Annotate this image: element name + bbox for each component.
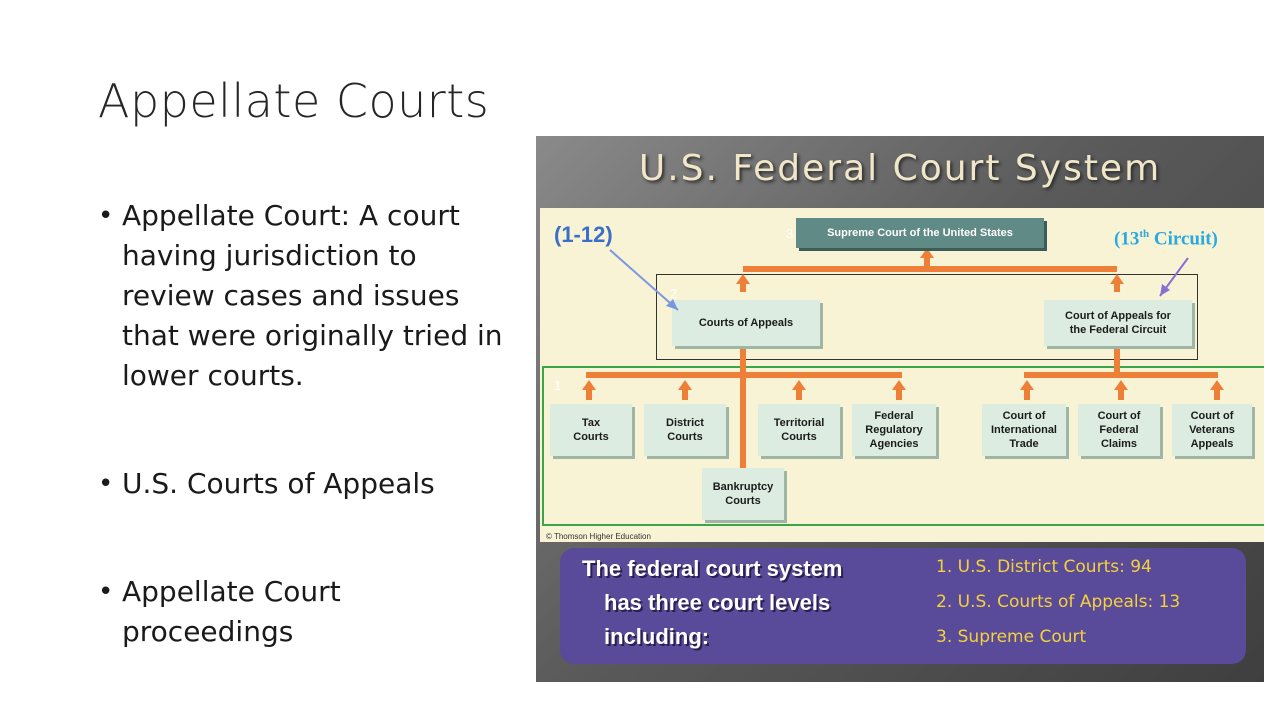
- federal-claims-box: Court of Federal Claims: [1078, 404, 1160, 456]
- box-label: Supreme Court of the United States: [827, 227, 1013, 239]
- arrow-up-icon: [1114, 380, 1128, 390]
- pointer-arrowhead-icon: [666, 299, 678, 310]
- bullet-dot: •: [98, 201, 114, 231]
- connector-line: [740, 280, 746, 292]
- connector-line: [1114, 280, 1120, 292]
- level-number: 2: [670, 286, 678, 301]
- arrow-up-icon: [920, 248, 934, 258]
- connector-line: [924, 256, 930, 270]
- connector-line: [896, 386, 902, 400]
- pointer-arrowhead-icon: [1160, 284, 1170, 296]
- box-label: Territorial Courts: [773, 417, 825, 443]
- circuits-note: (1-12): [554, 222, 613, 247]
- pointer-arrow-left: [609, 249, 679, 311]
- note-superscript: th: [1139, 228, 1150, 240]
- international-trade-box: Court of International Trade: [982, 404, 1066, 456]
- summary-item: 1. U.S. District Courts: 94: [936, 557, 1152, 577]
- bullet-text: U.S. Courts of Appeals: [122, 467, 435, 500]
- arrow-up-icon: [1110, 274, 1124, 284]
- arrow-up-icon: [678, 380, 692, 390]
- bullet-text: Appellate Court proceedings: [122, 575, 341, 648]
- summary-line: including:: [604, 624, 710, 649]
- veterans-appeals-box: Court of Veterans Appeals: [1172, 404, 1252, 456]
- summary-text: The federal court system has three court…: [582, 552, 902, 654]
- arrow-up-icon: [736, 274, 750, 284]
- connector-line: [1214, 386, 1220, 400]
- summary-line: has three court levels: [604, 590, 831, 615]
- summary-item: 2. U.S. Courts of Appeals: 13: [936, 592, 1181, 612]
- bullet-dot: •: [98, 577, 114, 607]
- box-label: Court of Federal Claims: [1097, 410, 1141, 450]
- territorial-courts-box: Territorial Courts: [758, 404, 840, 456]
- pointer-arrows: [609, 249, 1189, 311]
- supreme-court-box: Supreme Court of the United States: [796, 218, 1044, 248]
- federal-circuit-note: (13th Circuit): [1114, 228, 1218, 250]
- bankruptcy-courts-box: Bankruptcy Courts: [702, 468, 784, 520]
- level-number: 3: [786, 226, 794, 241]
- summary-item: 3. Supreme Court: [936, 627, 1087, 647]
- figure-title: U.S. Federal Court System: [638, 148, 1162, 189]
- summary-box: The federal court system has three court…: [560, 548, 1246, 664]
- bullet-item: • U.S. Courts of Appeals: [98, 464, 508, 504]
- arrow-up-icon: [892, 380, 906, 390]
- box-label: District Courts: [666, 417, 704, 443]
- arrow-up-icon: [792, 380, 806, 390]
- slide-title: Appellate Courts: [98, 74, 490, 128]
- box-label: Court of International Trade: [990, 410, 1057, 450]
- connector-line: [1024, 386, 1030, 400]
- connector-line: [796, 386, 802, 400]
- bullet-item: • Appellate Court proceedings: [98, 572, 508, 652]
- box-label: Federal Regulatory Agencies: [865, 410, 923, 450]
- bullet-dot: •: [98, 469, 114, 499]
- note-part: (13: [1114, 228, 1140, 250]
- connector-line: [1024, 372, 1218, 378]
- note-part: Circuit): [1149, 228, 1218, 250]
- arrow-up-icon: [582, 380, 596, 390]
- federal-circuit-box: Court of Appeals for the Federal Circuit: [1044, 300, 1192, 346]
- bullet-item: • Appellate Court: A court having jurisd…: [98, 196, 508, 396]
- box-label: Court of Veterans Appeals: [1189, 410, 1235, 450]
- connector-line: [743, 266, 1117, 272]
- org-chart-panel: 3 2 1 Supreme Court of the Un: [540, 208, 1264, 542]
- image-credit: © Thomson Higher Education: [546, 532, 651, 541]
- box-label: Tax Courts: [573, 417, 609, 443]
- level-1-frame: [542, 366, 1264, 526]
- level-2-frame: [656, 274, 1198, 360]
- arrow-up-icon: [1020, 380, 1034, 390]
- box-label: Bankruptcy Courts: [712, 481, 774, 507]
- courts-of-appeals-box: Courts of Appeals: [672, 300, 820, 346]
- summary-list: 1. U.S. District Courts: 94 2. U.S. Cour…: [936, 550, 1180, 655]
- connector-line: [740, 336, 746, 506]
- summary-line: The federal court system: [582, 556, 843, 581]
- bullet-text: Appellate Court: A court having jurisdic…: [122, 199, 503, 392]
- court-system-figure: U.S. Federal Court System 3 2 1: [536, 136, 1264, 682]
- box-label: Courts of Appeals: [698, 317, 794, 329]
- level-number: 1: [554, 378, 562, 393]
- arrow-up-icon: [1210, 380, 1224, 390]
- connector-line: [1118, 386, 1124, 400]
- box-label: Court of Appeals for the Federal Circuit: [1065, 310, 1171, 336]
- tax-courts-box: Tax Courts: [550, 404, 632, 456]
- connector-line: [682, 386, 688, 400]
- connector-line: [586, 386, 592, 400]
- district-courts-box: District Courts: [644, 404, 726, 456]
- connector-line: [1114, 342, 1120, 374]
- regulatory-agencies-box: Federal Regulatory Agencies: [852, 404, 936, 456]
